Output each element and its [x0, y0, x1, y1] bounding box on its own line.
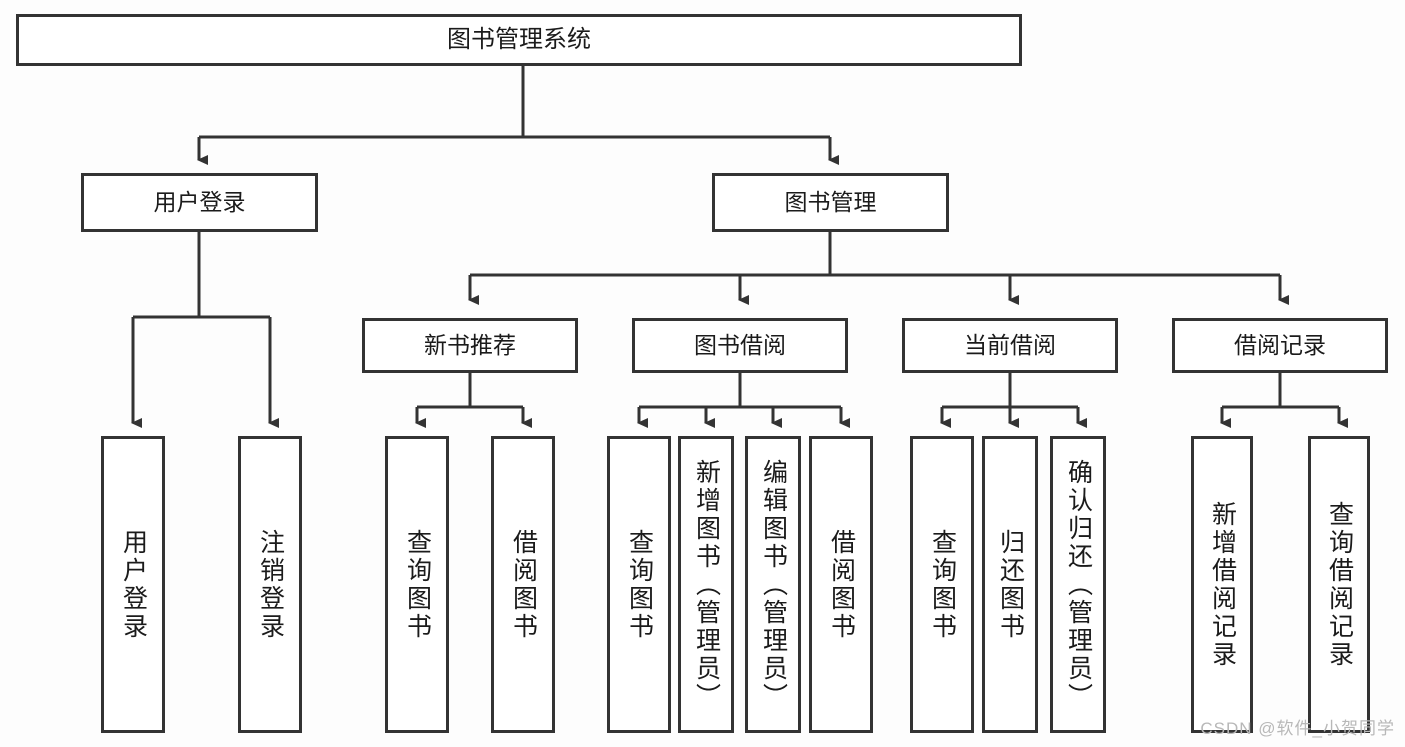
leaf-label: 编辑图书（管理员） — [759, 458, 788, 711]
leaf-borrow-record-query[interactable]: 查询借阅记录 — [1308, 436, 1370, 733]
node-book-manage[interactable]: 图书管理 — [712, 173, 949, 232]
leaf-label: 新增图书（管理员） — [692, 458, 721, 711]
node-root[interactable]: 图书管理系统 — [16, 14, 1022, 66]
node-new-book-recommend[interactable]: 新书推荐 — [362, 318, 578, 373]
leaf-new-book-borrow[interactable]: 借阅图书 — [491, 436, 555, 733]
leaf-label: 用户登录 — [119, 528, 148, 641]
leaf-label: 确认归还（管理员） — [1064, 458, 1093, 711]
leaf-book-borrow-lend[interactable]: 借阅图书 — [809, 436, 873, 733]
leaf-label: 借阅图书 — [509, 528, 538, 641]
node-current-borrow[interactable]: 当前借阅 — [902, 318, 1118, 373]
leaf-label: 注销登录 — [256, 528, 285, 641]
leaf-label: 新增借阅记录 — [1208, 500, 1237, 669]
leaf-book-borrow-query[interactable]: 查询图书 — [607, 436, 671, 733]
leaf-current-borrow-confirm[interactable]: 确认归还（管理员） — [1050, 436, 1106, 733]
leaf-user-login-logout[interactable]: 注销登录 — [238, 436, 302, 733]
node-borrow-record-label: 借阅记录 — [1234, 331, 1326, 358]
leaf-current-borrow-return[interactable]: 归还图书 — [982, 436, 1038, 733]
leaf-label: 查询图书 — [928, 528, 957, 641]
leaf-label: 查询图书 — [403, 528, 432, 641]
node-current-borrow-label: 当前借阅 — [964, 331, 1056, 358]
leaf-borrow-record-add[interactable]: 新增借阅记录 — [1191, 436, 1253, 733]
leaf-new-book-query[interactable]: 查询图书 — [385, 436, 449, 733]
leaf-book-borrow-edit[interactable]: 编辑图书（管理员） — [745, 436, 801, 733]
node-book-manage-label: 图书管理 — [784, 188, 877, 215]
leaf-book-borrow-add[interactable]: 新增图书（管理员） — [678, 436, 734, 733]
node-book-borrow-label: 图书借阅 — [694, 331, 786, 358]
node-new-book-recommend-label: 新书推荐 — [424, 331, 516, 358]
leaf-label: 查询图书 — [625, 528, 654, 641]
node-book-borrow[interactable]: 图书借阅 — [632, 318, 848, 373]
node-root-label: 图书管理系统 — [447, 25, 591, 53]
leaf-label: 归还图书 — [996, 528, 1025, 641]
leaf-current-borrow-query[interactable]: 查询图书 — [910, 436, 974, 733]
leaf-label: 借阅图书 — [827, 528, 856, 641]
node-user-login-label: 用户登录 — [153, 188, 246, 215]
leaf-label: 查询借阅记录 — [1325, 500, 1354, 669]
node-user-login[interactable]: 用户登录 — [81, 173, 318, 232]
leaf-user-login-login[interactable]: 用户登录 — [101, 436, 165, 733]
node-borrow-record[interactable]: 借阅记录 — [1172, 318, 1388, 373]
watermark: CSDN @软件_小贺同学 — [1200, 719, 1395, 738]
